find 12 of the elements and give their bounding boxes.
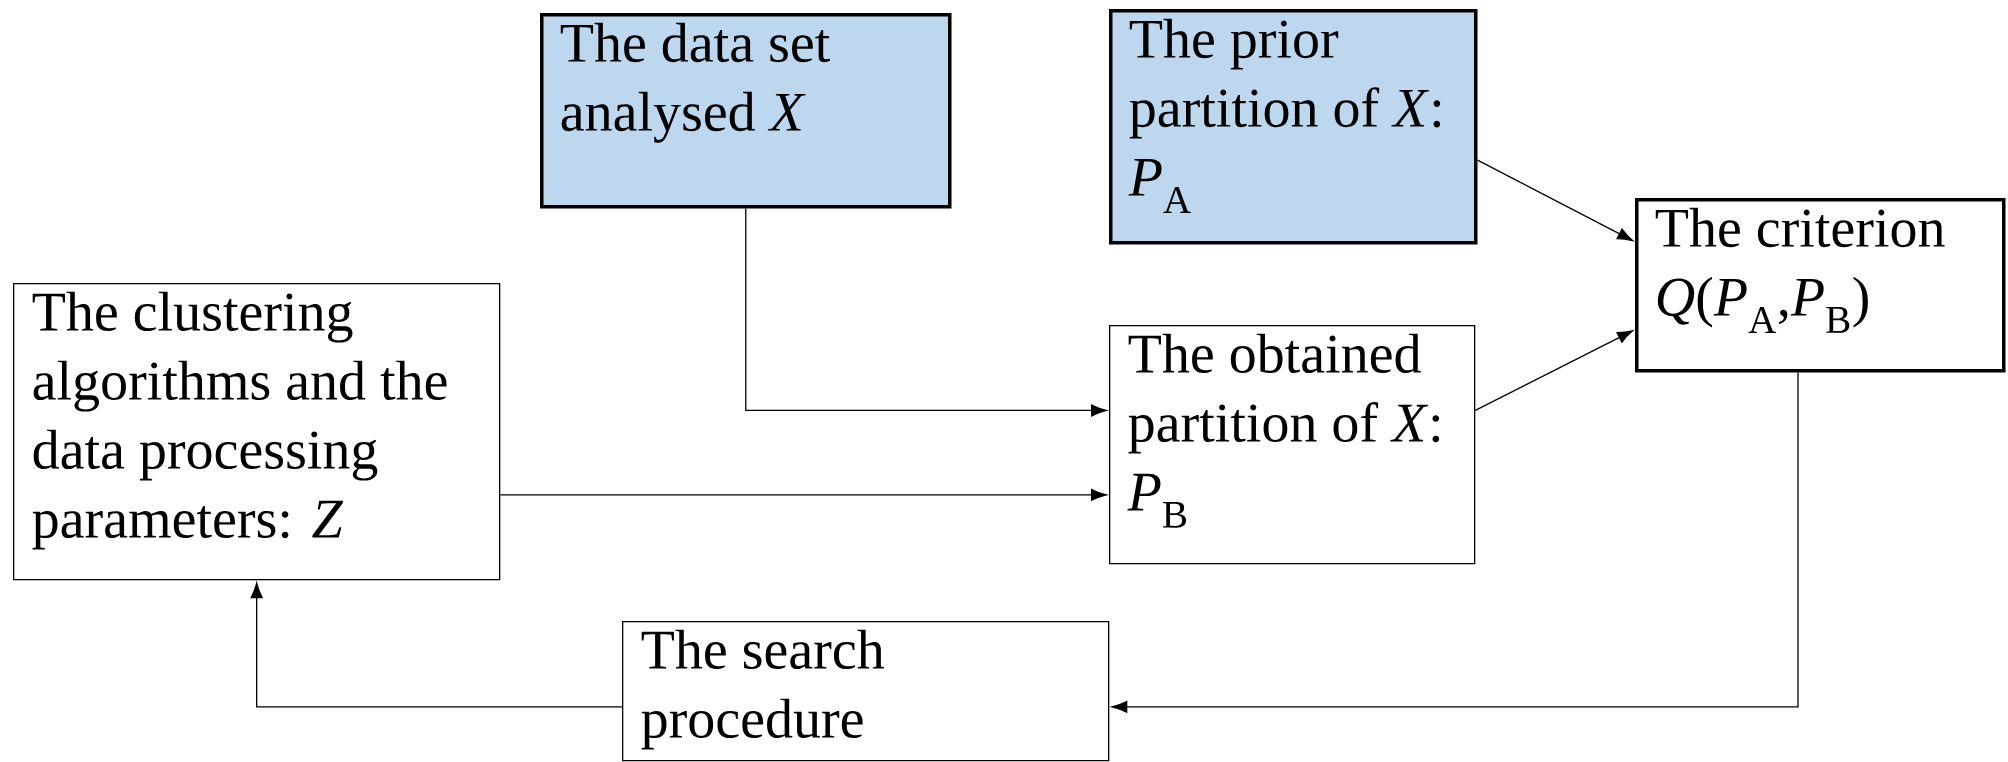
arrow	[1476, 159, 1634, 242]
arrow	[250, 582, 623, 708]
process-box: The obtained partition of X: P$_{B}$	[1109, 325, 1476, 565]
arrow	[1474, 330, 1634, 412]
process-box: The criterion Q(P$_{A}$,P$_{B}$)	[1635, 198, 2006, 373]
arrow	[745, 207, 1107, 417]
input-box: The data set analysed X	[540, 13, 952, 209]
arrow	[1111, 371, 1799, 713]
process-box: The search procedure	[622, 621, 1110, 762]
arrow	[499, 488, 1107, 501]
input-box: The prior partition of X: P$_{A}$	[1109, 9, 1478, 245]
process-box: The clustering algorithms and the data processing parameters: Z	[13, 283, 501, 581]
